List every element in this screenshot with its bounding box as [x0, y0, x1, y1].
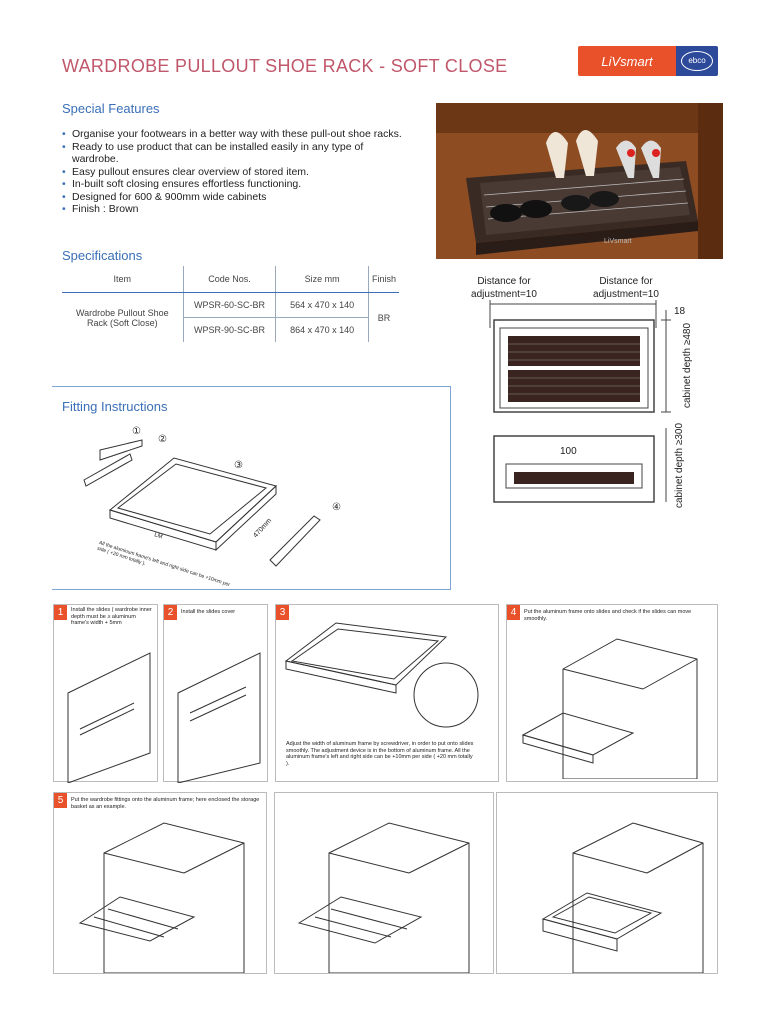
step-text: Put the aluminum frame onto slides and c…: [524, 609, 692, 622]
step-illustration: [67, 652, 151, 783]
step-panel-7: [496, 792, 718, 974]
spec-item-name: Wardrobe Pullout Shoe Rack (Soft Close): [75, 307, 169, 328]
col-finish: Finish: [367, 266, 399, 293]
cabinet-depth-300: cabinet depth ≥300: [674, 423, 685, 508]
photo-watermark: LiVsmart: [604, 238, 632, 245]
step-illustration: [284, 622, 479, 728]
feature-item: Easy pullout ensures clear overview of s…: [62, 166, 402, 179]
step-panel-5: 5 Put the wardrobe fittings onto the alu…: [53, 792, 267, 974]
brand-logo: LiVsmart ebco: [578, 46, 718, 76]
step-panel-4: 4 Put the aluminum frame onto slides and…: [506, 604, 718, 782]
step-text: Install the slides ( wardrobe inner dept…: [71, 607, 152, 626]
features-heading: Special Features: [62, 101, 160, 116]
fitting-heading: Fitting Instructions: [62, 399, 168, 414]
step-number: 1: [54, 605, 67, 620]
col-size: Size mm: [275, 266, 369, 293]
spec-code: WPSR-90-SC-BR: [182, 317, 276, 342]
step-text: Put the wardrobe fittings onto the alumi…: [71, 797, 260, 810]
specs-table: Item Code Nos. Size mm Finish Wardrobe P…: [62, 266, 399, 342]
callout-2: ②: [158, 434, 167, 445]
callout-4: ④: [332, 502, 341, 513]
left-adjust-label-2: adjustment=10: [471, 289, 537, 300]
feature-item: In-built soft closing ensures effortless…: [62, 178, 402, 191]
col-code: Code Nos.: [182, 266, 276, 293]
spec-size: 564 x 470 x 140: [275, 292, 369, 318]
step-number: 4: [507, 605, 520, 620]
features-list: Organise your footwears in a better way …: [62, 128, 402, 216]
right-adjust-label-1: Distance for: [599, 276, 653, 287]
ebco-logo: ebco: [676, 46, 718, 76]
feature-item: Finish : Brown: [62, 203, 402, 216]
feature-item: Ready to use product that can be install…: [62, 141, 402, 166]
fitting-box: [52, 386, 451, 590]
step-text: Adjust the width of aluminum frame by sc…: [286, 741, 474, 767]
callout-1: ①: [132, 426, 141, 437]
step-illustration: [297, 822, 470, 973]
dim-470mm: 470mm: [252, 517, 273, 539]
step-panel-6: [274, 792, 494, 974]
step-illustration: [521, 638, 698, 779]
step-panel-2: 2 Install the slides cover: [163, 604, 268, 783]
product-photo: LiVsmart: [436, 103, 723, 259]
step-number: 2: [164, 605, 177, 620]
feature-item: Organise your footwears in a better way …: [62, 128, 402, 141]
col-item: Item: [62, 266, 184, 293]
callout-3: ③: [234, 460, 243, 471]
right-adjust-label-2: adjustment=10: [593, 289, 659, 300]
page-title: WARDROBE PULLOUT SHOE RACK - SOFT CLOSE: [62, 56, 508, 76]
specs-heading: Specifications: [62, 248, 143, 263]
shoe-rack-illustration: LiVsmart: [436, 103, 723, 259]
cabinet-depth-480: cabinet depth ≥480: [682, 323, 693, 408]
feature-item: Designed for 600 & 900mm wide cabinets: [62, 191, 402, 204]
livsmart-logo: LiVsmart: [578, 46, 676, 76]
spec-code: WPSR-60-SC-BR: [182, 292, 276, 318]
dim-lm: LM: [153, 532, 163, 540]
spec-size: 864 x 470 x 140: [275, 317, 369, 342]
step-illustration: [78, 822, 245, 973]
step-text: Install the slides cover: [181, 609, 236, 615]
step-panel-1: 1 Install the slides ( wardrobe inner de…: [53, 604, 158, 783]
dimension-drawing: Distance for adjustment=10 Distance for …: [471, 276, 693, 508]
step-number: 5: [54, 793, 67, 808]
step-number: 3: [276, 605, 289, 620]
step-illustration: [177, 652, 261, 783]
dim-100: 100: [560, 446, 577, 457]
spec-finish: BR: [367, 292, 399, 342]
step-illustration: [541, 822, 704, 973]
fitting-exploded-view: ① ② ③ ④ 470mm LM: [83, 426, 341, 567]
step-panel-3: 3 Adjust the width of aluminum frame by …: [275, 604, 499, 782]
dim-18: 18: [674, 306, 686, 317]
left-adjust-label-1: Distance for: [477, 276, 531, 287]
